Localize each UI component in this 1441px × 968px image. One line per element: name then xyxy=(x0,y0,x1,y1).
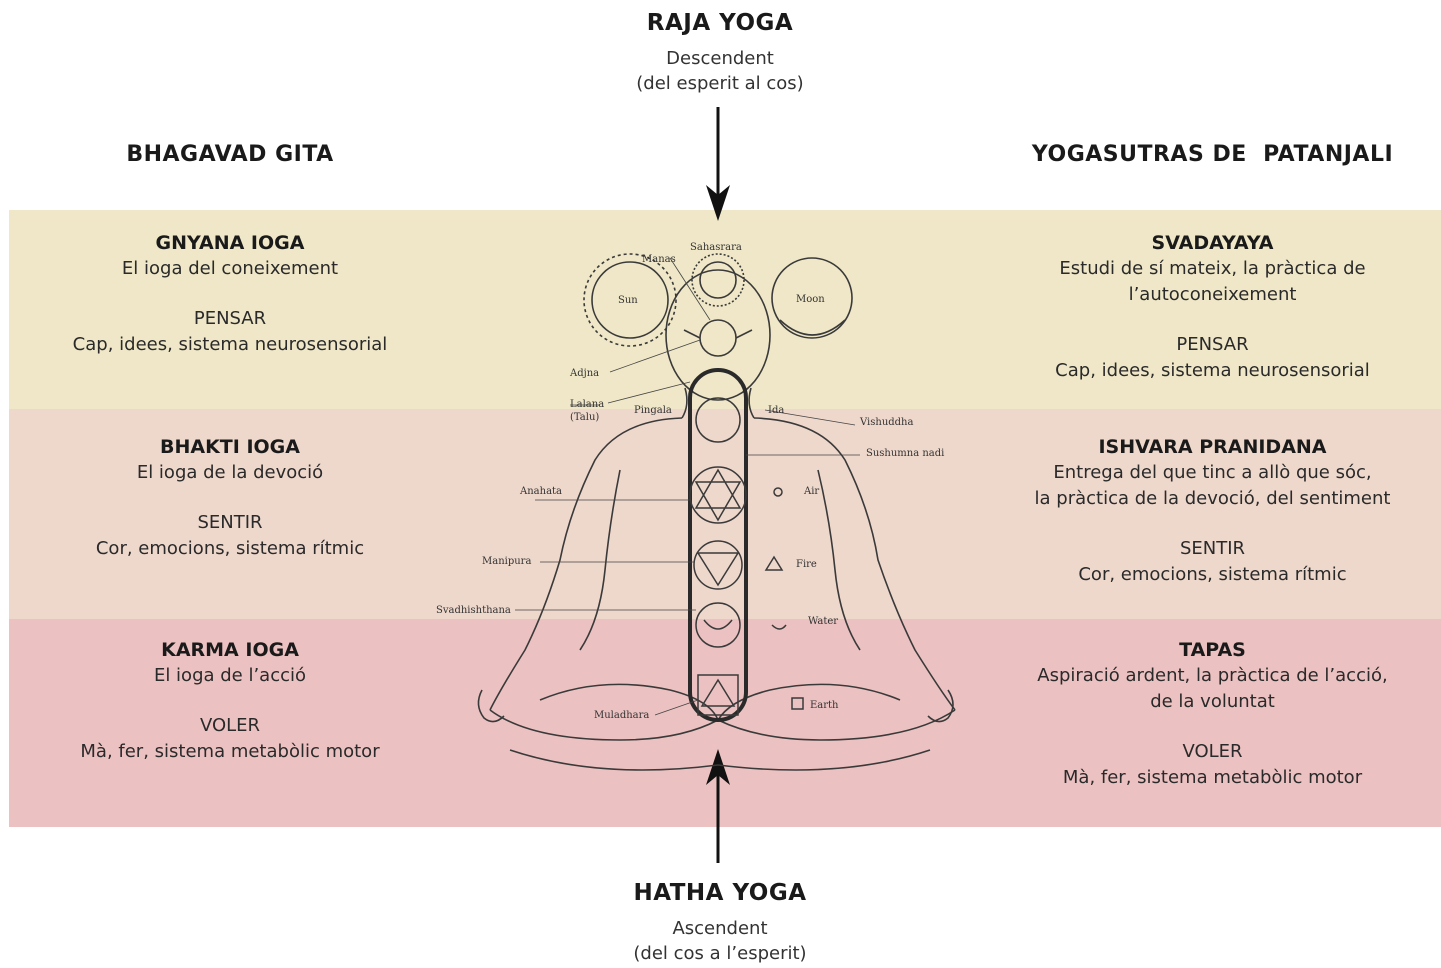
left-entry-title: BHAKTI IOGA xyxy=(30,434,430,460)
left-entry-verb: PENSAR xyxy=(30,306,430,332)
right-entry-detail: Cor, emocions, sistema rítmic xyxy=(1000,562,1425,588)
label-ida: Ida xyxy=(768,405,784,416)
hatha-yoga-title: HATHA YOGA xyxy=(520,880,920,906)
right-entry-verb: VOLER xyxy=(1000,739,1425,765)
left-entry-verb: SENTIR xyxy=(30,510,430,536)
fire-icon xyxy=(766,557,782,570)
sahasrara-icon xyxy=(700,262,736,298)
air-icon xyxy=(774,488,782,496)
right-entry-desc: Estudi de sí mateix, la pràctica de xyxy=(1000,256,1425,282)
figure-head xyxy=(666,270,770,400)
right-entry-verb: PENSAR xyxy=(1000,332,1425,358)
raja-yoga-block: RAJA YOGA Descendent (del esperit al cos… xyxy=(520,10,920,96)
manipura-chakra-icon xyxy=(694,541,742,589)
right-entry-desc: de la voluntat xyxy=(1000,689,1425,715)
left-entry-gnyana: GNYANA IOGA El ioga del coneixement PENS… xyxy=(30,230,430,358)
right-entry-title: ISHVARA PRANIDANA xyxy=(1000,434,1425,460)
label-svadhisthana: Svadhishthana xyxy=(436,605,511,616)
right-entry-detail: Cap, idees, sistema neurosensorial xyxy=(1000,358,1425,384)
right-entry-title: TAPAS xyxy=(1000,637,1425,663)
right-entry-desc: la pràctica de la devoció, del sentiment xyxy=(1000,486,1425,512)
left-entry-title: GNYANA IOGA xyxy=(30,230,430,256)
left-entry-bhakti: BHAKTI IOGA El ioga de la devoció SENTIR… xyxy=(30,434,430,562)
sushumna-channel xyxy=(690,370,746,720)
raja-yoga-line1: Descendent xyxy=(520,46,920,71)
label-fire: Fire xyxy=(796,559,817,570)
right-entry-svadayaya: SVADAYAYA Estudi de sí mateix, la pràcti… xyxy=(1000,230,1425,384)
hatha-yoga-line1: Ascendent xyxy=(520,916,920,941)
anahata-chakra-icon xyxy=(690,467,746,523)
label-ajna: Adjna xyxy=(569,368,599,379)
label-sushumna: Sushumna nadi xyxy=(866,448,944,459)
bhagavad-gita-header: BHAGAVAD GITA xyxy=(40,142,420,167)
left-entry-desc: El ioga del coneixement xyxy=(30,256,430,282)
label-manipura: Manipura xyxy=(482,556,531,567)
label-vishuddha: Vishuddha xyxy=(859,417,914,428)
label-anahata: Anahata xyxy=(519,486,562,497)
raja-yoga-line2: (del esperit al cos) xyxy=(520,71,920,96)
label-sahasrara: Sahasrara xyxy=(690,242,742,253)
label-manas: Manas xyxy=(642,254,676,265)
yogasutras-header: YOGASUTRAS DE PATANJALI xyxy=(1000,142,1425,167)
down-arrow-icon xyxy=(700,105,736,225)
right-entry-desc: Aspiració ardent, la pràctica de l’acció… xyxy=(1000,663,1425,689)
left-entry-karma: KARMA IOGA El ioga de l’acció VOLER Mà, … xyxy=(30,637,430,765)
right-entry-tapas: TAPAS Aspiració ardent, la pràctica de l… xyxy=(1000,637,1425,791)
chakra-figure-illustration: Sahasrara Manas Sun Moon Adjna Lalana (T… xyxy=(420,220,1000,780)
left-entry-detail: Cor, emocions, sistema rítmic xyxy=(30,536,430,562)
svadhisthana-chakra-icon xyxy=(696,603,740,647)
earth-icon xyxy=(792,698,803,709)
hatha-yoga-line2: (del cos a l’esperit) xyxy=(520,941,920,966)
hatha-yoga-block: HATHA YOGA Ascendent (del cos a l’esperi… xyxy=(520,880,920,966)
right-entry-verb: SENTIR xyxy=(1000,536,1425,562)
label-pingala: Pingala xyxy=(634,405,672,416)
left-entry-verb: VOLER xyxy=(30,713,430,739)
label-air: Air xyxy=(803,486,819,497)
right-entry-ishvara: ISHVARA PRANIDANA Entrega del que tinc a… xyxy=(1000,434,1425,588)
left-entry-detail: Mà, fer, sistema metabòlic motor xyxy=(30,739,430,765)
left-entry-desc: El ioga de l’acció xyxy=(30,663,430,689)
left-entry-title: KARMA IOGA xyxy=(30,637,430,663)
right-entry-desc: Entrega del que tinc a allò que sóc, xyxy=(1000,460,1425,486)
label-moon: Moon xyxy=(796,294,825,305)
raja-yoga-title: RAJA YOGA xyxy=(520,10,920,36)
label-muladhara: Muladhara xyxy=(594,710,649,721)
label-earth: Earth xyxy=(810,700,839,711)
label-lalana: Lalana xyxy=(570,399,604,410)
label-water: Water xyxy=(808,616,838,627)
label-tahu: (Talu) xyxy=(570,412,599,423)
right-entry-title: SVADAYAYA xyxy=(1000,230,1425,256)
left-entry-detail: Cap, idees, sistema neurosensorial xyxy=(30,332,430,358)
water-icon xyxy=(772,625,786,629)
left-entry-desc: El ioga de la devoció xyxy=(30,460,430,486)
right-entry-desc: l’autoconeixement xyxy=(1000,282,1425,308)
label-sun: Sun xyxy=(618,295,638,306)
right-entry-detail: Mà, fer, sistema metabòlic motor xyxy=(1000,765,1425,791)
vishuddha-chakra-icon xyxy=(696,398,740,442)
